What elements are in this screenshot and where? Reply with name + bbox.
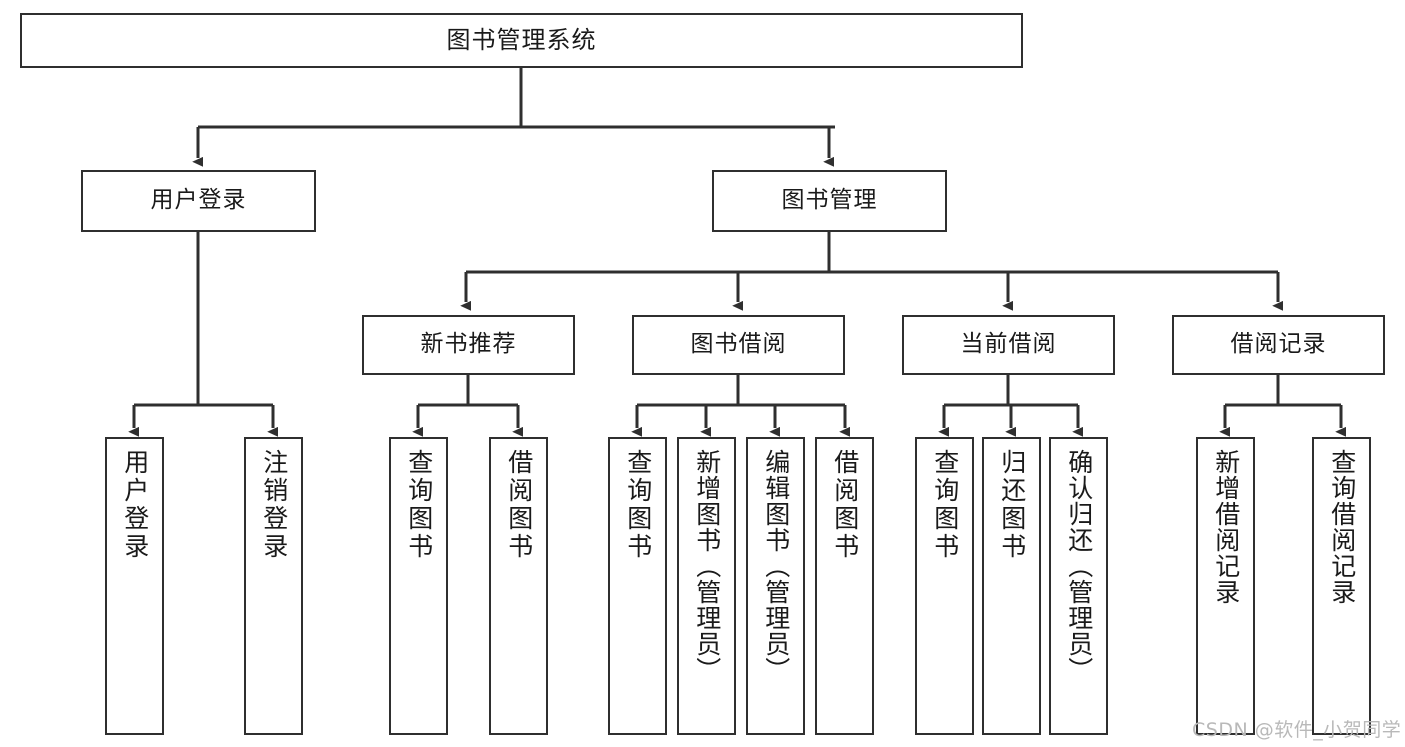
node-book-management[interactable]: 图书管理 <box>712 170 947 232</box>
leaf-add-book-admin[interactable]: 新增图书（管理员） <box>677 437 736 735</box>
leaf-edit-book-admin[interactable]: 编辑图书（管理员） <box>746 437 805 735</box>
node-label: 查询图书 <box>930 449 960 561</box>
leaf-user-login[interactable]: 用户登录 <box>105 437 164 735</box>
node-label: 查询借阅记录 <box>1327 449 1357 605</box>
node-label: 借阅图书 <box>504 449 534 561</box>
node-label: 用户登录 <box>150 187 247 214</box>
node-label: 查询图书 <box>623 449 653 561</box>
leaf-logout-login[interactable]: 注销登录 <box>244 437 303 735</box>
leaf-query-book-current[interactable]: 查询图书 <box>915 437 974 735</box>
leaf-query-borrow-record[interactable]: 查询借阅记录 <box>1312 437 1371 735</box>
node-label: 查询图书 <box>404 449 434 561</box>
node-label: 注销登录 <box>259 449 289 561</box>
node-label: 确认归还（管理员） <box>1064 449 1094 683</box>
node-label: 图书管理系统 <box>446 26 597 55</box>
node-current-borrow[interactable]: 当前借阅 <box>902 315 1115 375</box>
node-label: 用户登录 <box>120 449 150 561</box>
node-label: 当前借阅 <box>960 331 1057 358</box>
node-label: 图书管理 <box>781 187 878 214</box>
leaf-query-book-borrow[interactable]: 查询图书 <box>608 437 667 735</box>
leaf-borrow-book-recommend[interactable]: 借阅图书 <box>489 437 548 735</box>
csdn-watermark: CSDN @软件_小贺同学 <box>1192 719 1402 741</box>
leaf-add-borrow-record[interactable]: 新增借阅记录 <box>1196 437 1255 735</box>
node-label: 图书借阅 <box>690 331 787 358</box>
node-borrow-record[interactable]: 借阅记录 <box>1172 315 1385 375</box>
node-label: 新增图书（管理员） <box>692 449 722 683</box>
node-new-book-recommend[interactable]: 新书推荐 <box>362 315 575 375</box>
node-label: 新书推荐 <box>420 331 517 358</box>
node-user-login[interactable]: 用户登录 <box>81 170 316 232</box>
node-label: 编辑图书（管理员） <box>761 449 791 683</box>
node-label: 归还图书 <box>997 449 1027 561</box>
node-label: 借阅图书 <box>830 449 860 561</box>
leaf-return-book[interactable]: 归还图书 <box>982 437 1041 735</box>
leaf-borrow-book-borrow[interactable]: 借阅图书 <box>815 437 874 735</box>
node-label: 新增借阅记录 <box>1211 449 1241 605</box>
node-label: 借阅记录 <box>1230 331 1327 358</box>
node-book-borrow[interactable]: 图书借阅 <box>632 315 845 375</box>
node-root-book-management-system[interactable]: 图书管理系统 <box>20 13 1023 68</box>
leaf-query-book-recommend[interactable]: 查询图书 <box>389 437 448 735</box>
leaf-confirm-return-admin[interactable]: 确认归还（管理员） <box>1049 437 1108 735</box>
